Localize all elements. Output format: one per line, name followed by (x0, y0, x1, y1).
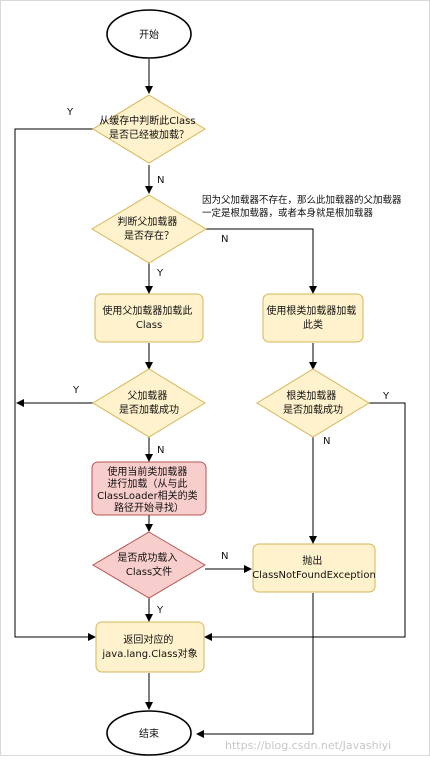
node-start: 开始 (106, 9, 192, 59)
label-parent-exists-yes: Y (156, 268, 164, 279)
node-parent-success-label: 父加载器 是否加载成功 (119, 390, 179, 416)
edge-throw-to-end (196, 593, 314, 738)
annotation-note: 因为父加载器不存在，那么此加载器的父加载器 一定是根加载器，或者本身就是根加载器 (202, 194, 405, 219)
node-end: 结束 (106, 710, 192, 756)
label-bootstrap-yes: Y (382, 391, 390, 402)
label-parent-success-yes: Y (72, 385, 80, 396)
label-bootstrap-no: N (323, 436, 330, 447)
node-use-parent-label: 使用父加载器加载此 Class (102, 304, 195, 331)
node-use-parent: 使用父加载器加载此 Class (94, 293, 204, 343)
edge-labels: Y N Y N Y N N Y N Y (66, 107, 390, 616)
node-start-label: 开始 (139, 28, 159, 41)
edge-bootstrap-yes (204, 402, 406, 641)
watermark: https://blog.csdn.net/Javashiyi (225, 739, 391, 752)
node-bootstrap-success-label: 根类加载器 是否加载成功 (283, 389, 343, 416)
node-parent-exists: 判断父加载器 是否存在？ (91, 194, 207, 264)
edges (14, 59, 406, 738)
node-use-bootstrap: 使用根类加载器加载 此类 (262, 293, 364, 343)
node-return-class: 返回对应的 java.lang.Class对象 (95, 621, 205, 673)
node-parent-success: 父加载器 是否加载成功 (92, 368, 206, 438)
edge-parent-exists-no (206, 228, 317, 294)
node-cache-check: 从缓存中判断此Class 是否已经被加载？ (92, 94, 206, 164)
node-use-bootstrap-label: 使用根类加载器加载 此类 (266, 304, 359, 331)
label-cache-no: N (157, 175, 164, 186)
node-throw-exception: 抛出 ClassNotFoundException (252, 543, 376, 593)
label-parent-exists-no: N (221, 234, 228, 245)
node-bootstrap-success: 根类加载器 是否加载成功 (256, 368, 370, 438)
node-cache-check-label: 从缓存中判断此Class 是否已经被加载？ (99, 114, 199, 141)
node-use-current-label: 使用当前类加载器 进行加载（从与此 ClassLoader相关的类 路径开始寻找… (97, 465, 201, 514)
label-loaded-no: N (221, 551, 228, 562)
node-use-current: 使用当前类加载器 进行加载（从与此 ClassLoader相关的类 路径开始寻找… (91, 461, 207, 516)
label-cache-yes: Y (66, 107, 74, 118)
label-loaded-yes: Y (156, 605, 164, 616)
node-loaded-success-label: 是否成功载入 Class文件 (117, 552, 180, 578)
node-parent-exists-label: 判断父加载器 是否存在？ (117, 215, 180, 242)
node-end-label: 结束 (139, 727, 159, 740)
edge-cache-yes (14, 128, 96, 641)
node-return-class-label: 返回对应的 java.lang.Class对象 (101, 633, 197, 660)
node-loaded-success: 是否成功载入 Class文件 (92, 531, 206, 599)
node-throw-exception-label: 抛出 ClassNotFoundException (252, 554, 376, 581)
label-parent-success-no: N (157, 445, 164, 456)
